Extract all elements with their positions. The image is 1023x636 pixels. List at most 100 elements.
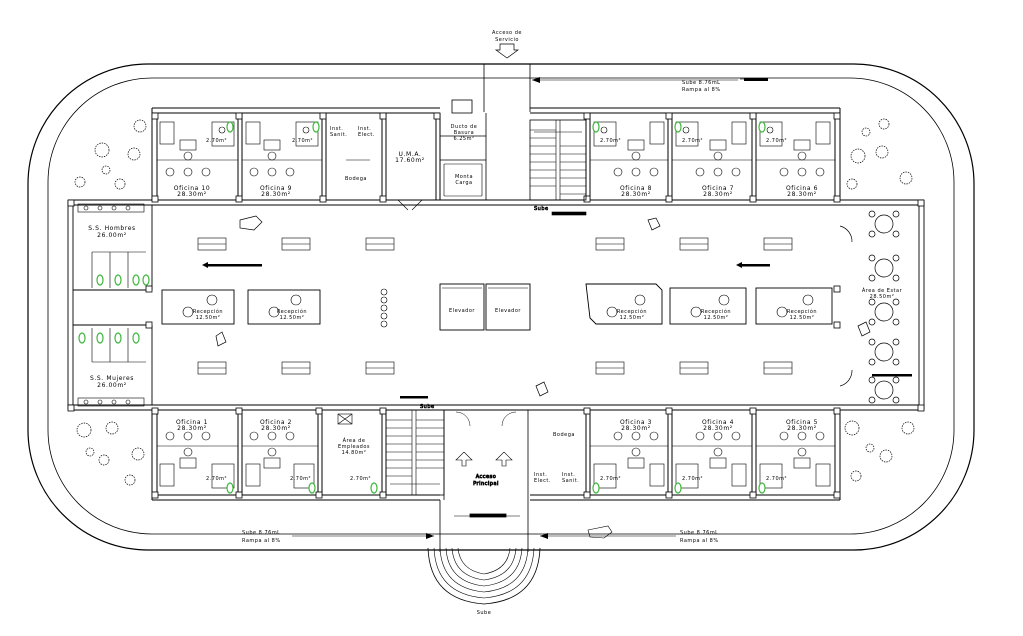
ramp-top-label-2: Rampa al 8% [682,87,721,93]
toilets-bottom [226,482,766,494]
bath-area-label: 2.70m² [682,138,703,144]
people-figures [215,215,871,397]
reception-2-label: Recepción [277,308,307,315]
inst-elect-top-label-2: Elect. [358,132,375,138]
stair-bottom-label: Sube [420,404,435,410]
men-restroom-label: S.S. Hombres [88,225,136,232]
elevator-2-label: Elevador [495,308,521,314]
bath-area-label: 2.70m² [766,476,787,482]
entry-arrow-icon [455,451,473,467]
service-access-label: Acceso de [492,30,522,36]
restroom-toilets [78,274,150,344]
office-7-label: Oficina 7 [702,185,734,192]
service-access-label-2: Servicio [495,37,519,43]
bath-area-label: 2.70m² [350,476,371,482]
office-6-area: 28.30m² [787,191,817,198]
person-icon [215,331,227,347]
ramp-bl-label-2: Rampa al 8% [242,538,281,544]
ramp-br-label: Sube 8.76mL [680,530,718,536]
lounge-area: 28.50m² [870,294,895,300]
inst-sanit-top-label: Inst. [330,126,343,132]
ramp-top-right: Sube 8.76mL Rampa al 8% [532,77,768,93]
office-9-label: Oficina 9 [260,185,292,192]
columns [67,112,925,499]
entrance-stairs: Sube [427,500,541,616]
reception-1-area: 12.50m² [196,315,221,321]
stair-top-label: Sube [534,206,549,212]
office-3-label: Oficina 3 [620,419,652,426]
elevators [439,283,531,331]
inst-elect-bot-label: Inst. [534,472,547,478]
reception-islands [161,283,833,325]
bath-area-label: 2.70m² [206,476,227,482]
women-restroom-label: S.S. Mujeres [90,375,134,382]
bath-area-label: 2.70m² [600,476,621,482]
reception-5-label: Recepción [787,308,817,315]
ramp-bottom-left: Sube 8.76mL Rampa al 8% [242,530,434,544]
center-planter [380,288,388,328]
reception-5-area: 12.50m² [790,315,815,321]
bath-area-label: 2.70m² [766,138,787,144]
office-1-area: 28.30m² [177,425,207,432]
reception-3-area: 12.50m² [620,315,645,321]
office-6-label: Oficina 6 [786,185,818,192]
service-access: Acceso de Servicio [483,30,531,112]
person-icon [647,217,661,231]
uma-area: 17.60m² [395,157,425,164]
bath-area-label: 2.70m² [290,476,311,482]
building-shell [67,99,925,501]
inst-sanit-bot-label: Inst. [562,472,575,478]
direction-marks [202,262,912,399]
office-5-area: 28.30m² [787,425,817,432]
employee-area-label-2: Empleados [338,444,370,450]
lounge-label: Área de Estar [862,287,903,294]
office-9-area: 28.30m² [261,191,291,198]
bath-area-label: 2.70m² [682,476,703,482]
office-8-label: Oficina 8 [620,185,652,192]
bodega-bot-label: Bodega [553,432,575,438]
office-3-area: 28.30m² [621,425,651,432]
stair-bottom: Sube [385,404,445,496]
office-5-label: Oficina 5 [786,419,818,426]
trees [74,118,915,486]
bodega-top-label: Bodega [345,176,367,182]
office-2-label: Oficina 2 [260,419,292,426]
stair-top: Sube [529,119,587,216]
elevator-1-label: Elevador [449,308,475,314]
reception-4-area: 12.50m² [704,315,729,321]
employee-area-label: Área de [343,437,366,444]
office-4-label: Oficina 4 [702,419,734,426]
ramp-bl-label: Sube 8.76mL [242,530,280,536]
monta-label: Monta [455,174,473,180]
office-1-label: Oficina 1 [176,419,208,426]
main-access-label-2: Principal [473,481,499,487]
women-restroom-area: 26.00m² [97,382,127,389]
uma-label: U.M.A. [399,151,422,158]
lounge-tables [839,210,900,404]
person-icon [857,321,871,337]
ramp-bottom-right: Sube 8.76mL Rampa al 8% [540,525,718,544]
vent-box [451,99,473,114]
outer-boundary [27,63,975,551]
reception-1-label: Recepción [193,308,223,315]
furniture-top [159,121,831,211]
scale-bar-icon [744,78,768,81]
inst-elect-bot-label-2: Elect. [534,478,551,484]
entry-arrow-icon-2 [495,451,513,467]
inner-boundary [47,77,955,535]
bath-area-label: 2.70m² [206,138,227,144]
corridor-benches [197,237,793,375]
reception-2-area: 12.50m² [280,315,305,321]
office-2-area: 28.30m² [261,425,291,432]
inst-sanit-bot-label-2: Sanit. [562,478,579,484]
main-entrance: Acceso Principal [443,410,529,518]
restroom-fixtures [77,203,146,407]
inst-elect-top-label: Inst. [358,126,371,132]
ramp-top-label: Sube 8.76mL [682,80,720,86]
ducto-area: 6.25m² [453,136,474,142]
office-7-area: 28.30m² [703,191,733,198]
monta-label-2: Carga [455,180,472,186]
furniture-bottom [159,413,831,489]
person-icon [535,381,549,397]
